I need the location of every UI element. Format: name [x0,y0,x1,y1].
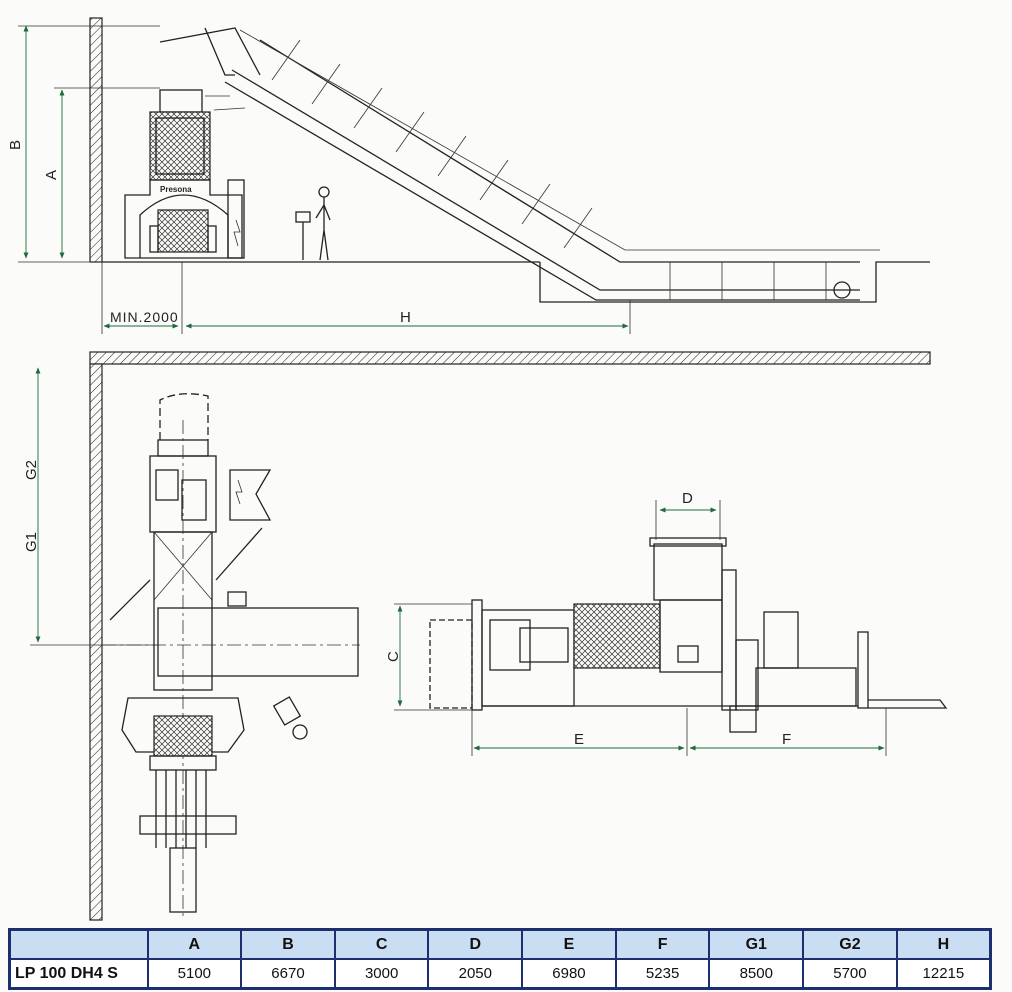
wall-left [89,363,103,921]
brand-logo: Presona [160,185,192,194]
bale-strapping-rails [155,770,207,848]
label-c: C [385,651,402,662]
label-f: F [782,731,791,748]
control-panel-symbol [272,696,308,740]
header-cell-corner [8,928,149,960]
header-cell-d: D [427,928,524,960]
value-cell-d: 2050 [427,958,524,990]
value-cell-f: 5235 [614,958,711,990]
baler-side-view: D C E F [385,490,948,756]
value-cell-c: 3000 [333,958,430,990]
model-name-cell: LP 100 DH4 S [8,958,149,990]
label-a: A [43,170,60,180]
header-cell-c: C [333,928,430,960]
table-row: LP 100 DH4 S 5100 6670 3000 2050 6980 52… [8,958,992,990]
conveyor-pit [539,261,930,303]
value-cell-a: 5100 [146,958,243,990]
value-cell-e: 6980 [521,958,617,990]
header-cell-b: B [240,928,336,960]
wall-section [89,17,103,263]
label-min: MIN.2000 [110,309,179,325]
header-cell-a: A [146,928,243,960]
label-d: D [682,490,693,507]
value-cell-h: 12215 [895,958,992,990]
header-cell-g1: G1 [708,928,805,960]
wall-top [89,351,931,365]
label-g2: G2 [23,460,40,480]
baler-plan-body [102,393,360,920]
table-header-row: A B C D E F G1 G2 H [8,928,992,960]
value-cell-b: 6670 [240,958,336,990]
header-cell-f: F [614,928,711,960]
baler-machine [124,89,245,259]
value-cell-g2: 5700 [802,958,898,990]
header-cell-g2: G2 [802,928,898,960]
conveyor-belt [159,27,880,301]
side-elevation-view: Presona [7,17,930,334]
label-e: E [574,731,584,748]
header-cell-e: E [521,928,617,960]
plan-view: G1 G2 [23,351,931,921]
label-b: B [7,140,24,150]
technical-drawing: Presona [7,17,948,921]
label-g1: G1 [23,532,40,552]
dimensions-table: A B C D E F G1 G2 H LP 100 DH4 S 5100 66… [8,928,992,990]
label-h: H [400,309,411,326]
header-cell-h: H [895,928,992,960]
operator-figure [295,186,331,261]
value-cell-g1: 8500 [708,958,805,990]
